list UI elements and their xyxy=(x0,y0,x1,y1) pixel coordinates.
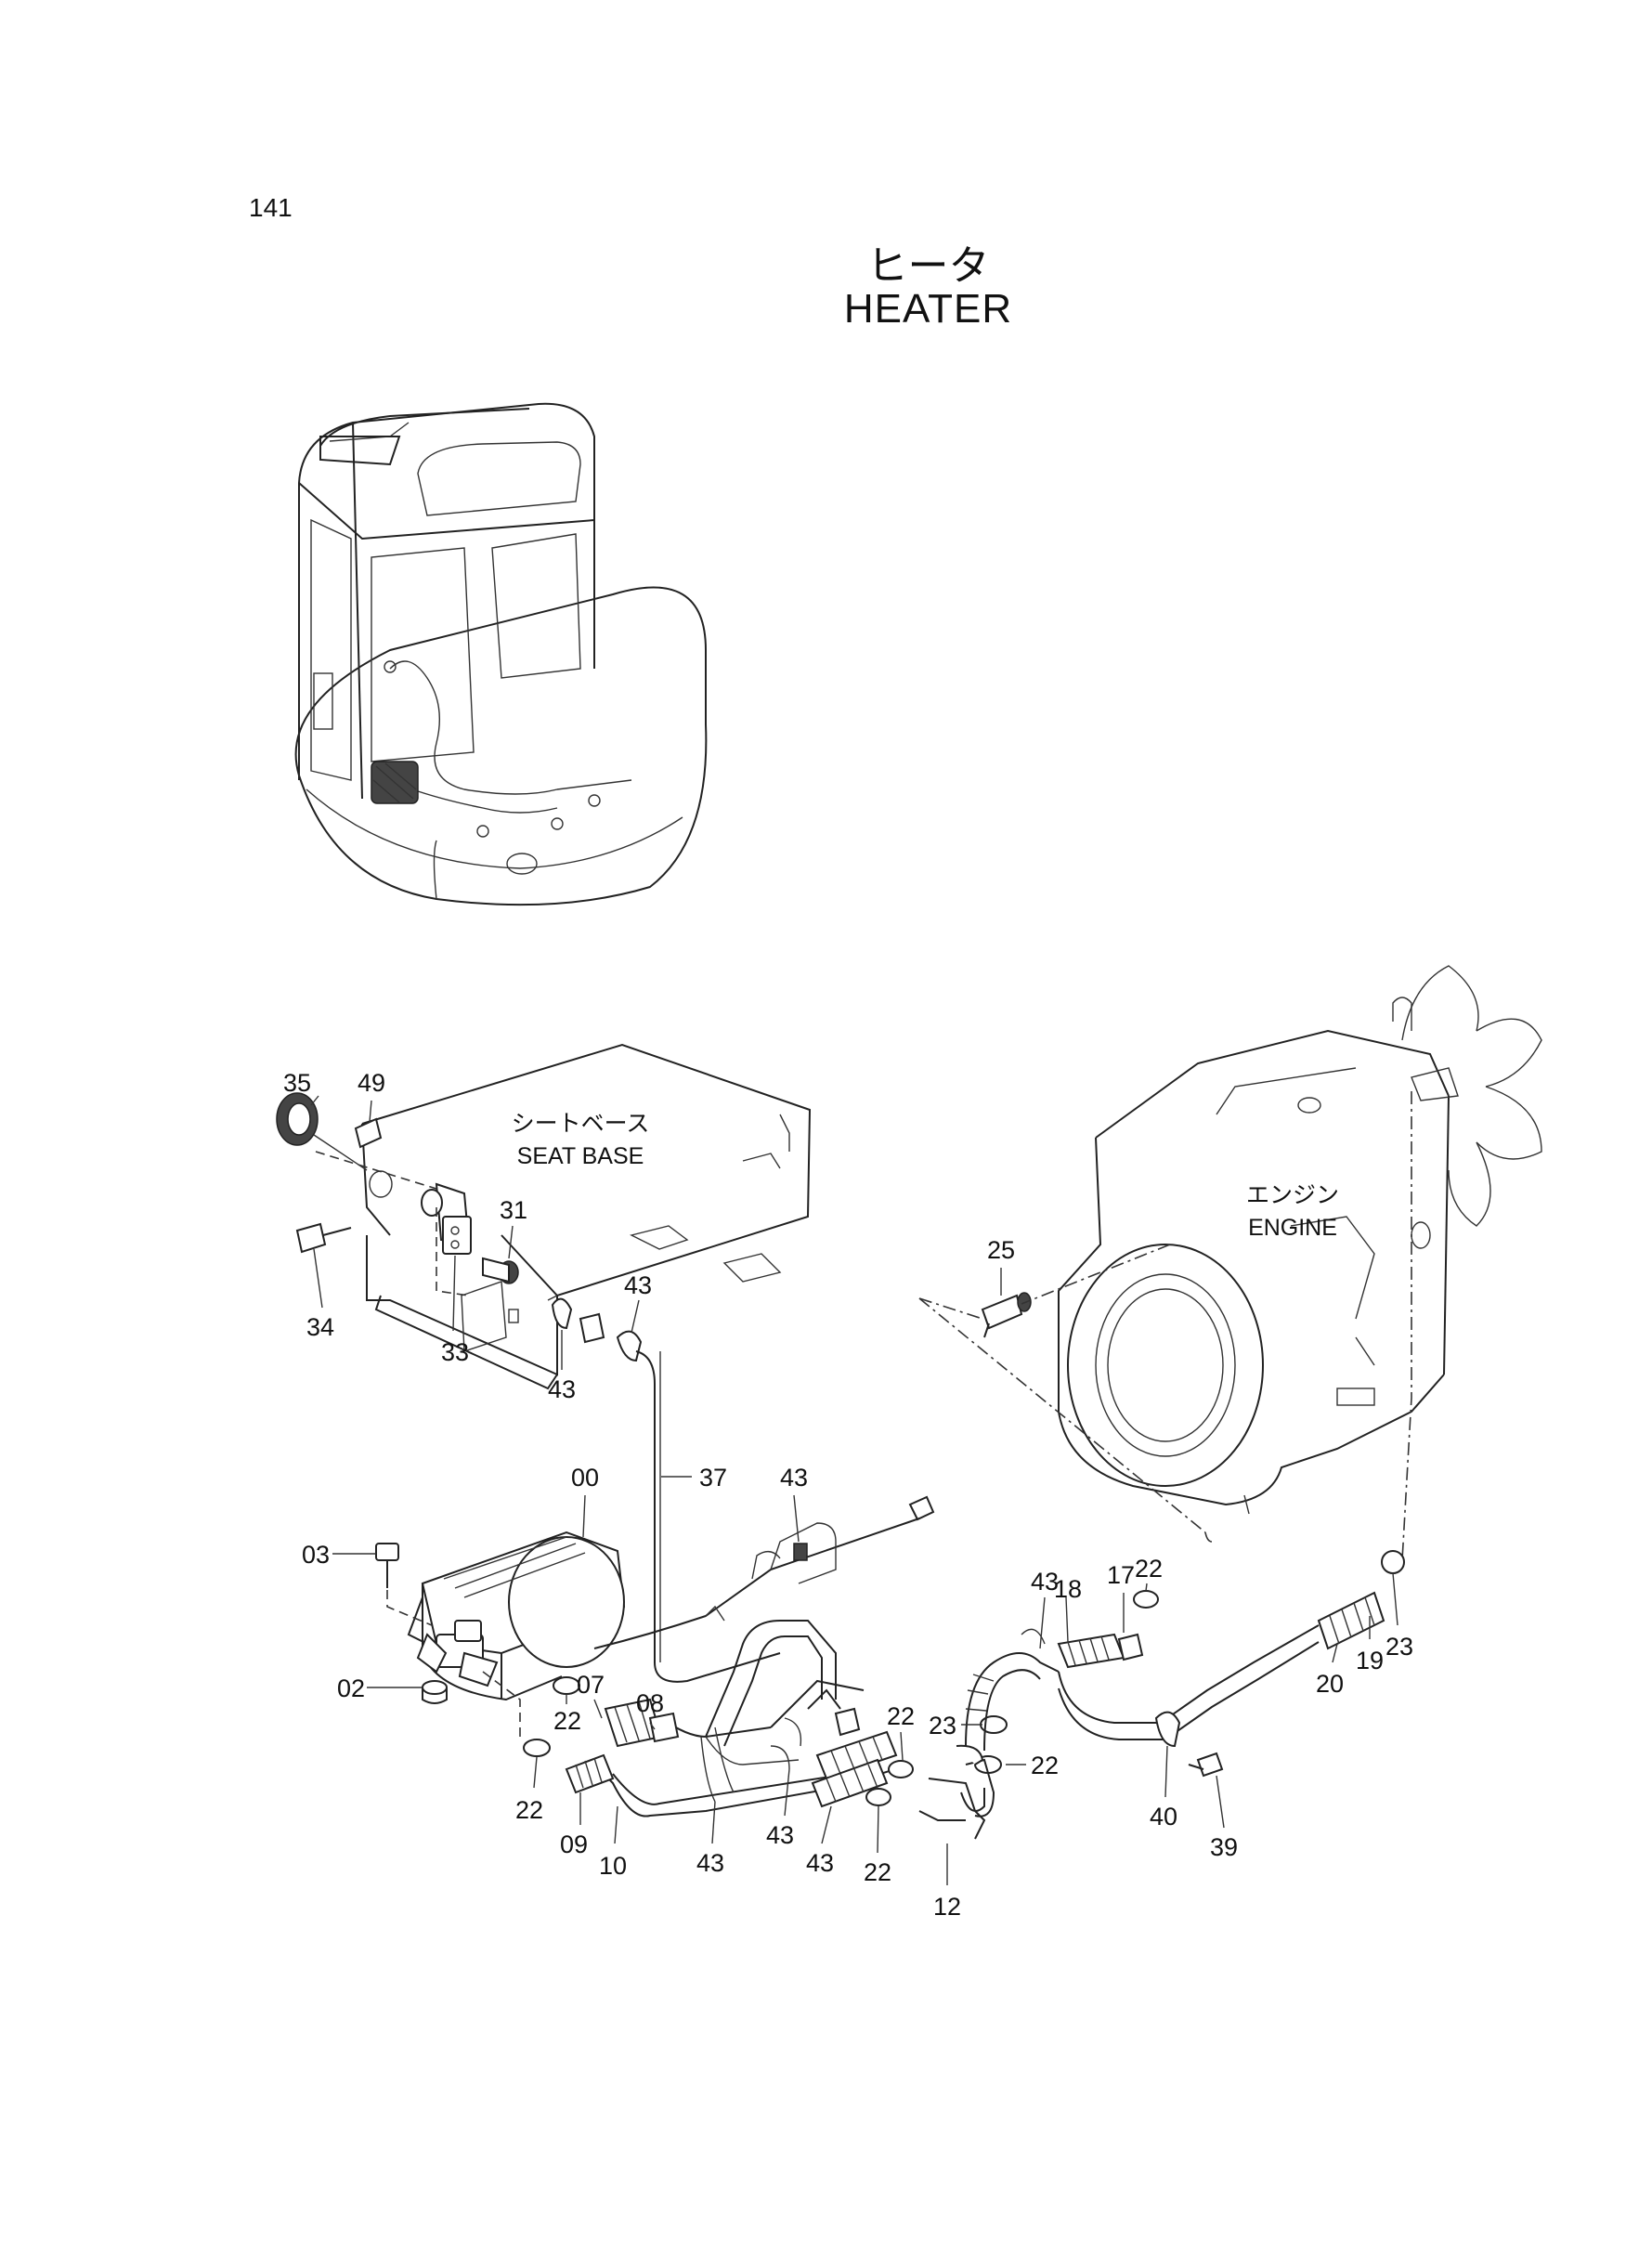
callout-43-f: 43 xyxy=(806,1849,834,1877)
callout-33: 33 xyxy=(441,1338,469,1366)
callout-22-b: 22 xyxy=(515,1796,543,1824)
engine xyxy=(1058,965,1542,1515)
callout-43-d: 43 xyxy=(696,1849,724,1877)
seat-base-label-en: SEAT BASE xyxy=(517,1143,644,1169)
hose-07 xyxy=(604,1698,772,1748)
callout-43-e: 43 xyxy=(766,1821,794,1849)
hose-band xyxy=(700,1717,802,1803)
hose-pipe-10 xyxy=(593,1764,911,1818)
callout-00: 00 xyxy=(571,1464,599,1492)
callout-19: 19 xyxy=(1356,1647,1384,1674)
pipe-20 xyxy=(1058,1591,1385,1740)
callout-22-f: 22 xyxy=(1135,1555,1163,1583)
callout-22-c: 22 xyxy=(887,1702,915,1730)
bolt xyxy=(295,1222,352,1254)
heater-bolt xyxy=(375,1543,399,1588)
callout-39: 39 xyxy=(1210,1833,1238,1861)
collar xyxy=(422,1680,448,1704)
page-number: 141 xyxy=(249,193,293,222)
callout-35: 35 xyxy=(283,1069,311,1097)
seat-base-label-jp: シートベース xyxy=(512,1111,650,1137)
grommet xyxy=(276,1092,319,1146)
callout-37: 37 xyxy=(699,1464,727,1492)
engine-label-jp: エンジン xyxy=(1246,1182,1339,1208)
bracket-assembly xyxy=(421,1182,519,1284)
title-japanese: ヒータ xyxy=(866,243,990,289)
callout-12: 12 xyxy=(933,1893,961,1921)
leader-lines xyxy=(310,1095,1398,1885)
callout-20: 20 xyxy=(1316,1670,1344,1698)
control-cable xyxy=(635,1350,781,1683)
heater-harness xyxy=(593,1518,920,1649)
hose-09 xyxy=(565,1753,615,1794)
callout-09: 09 xyxy=(560,1831,588,1858)
callout-03: 03 xyxy=(302,1541,330,1569)
engine-label-en: ENGINE xyxy=(1248,1215,1337,1241)
callout-34: 34 xyxy=(306,1313,334,1341)
callout-23-a: 23 xyxy=(929,1712,956,1739)
callout-22-d: 22 xyxy=(1031,1752,1059,1779)
callout-22-a: 22 xyxy=(553,1707,581,1735)
pipe-clamp xyxy=(1154,1711,1224,1778)
pipe-12 xyxy=(918,1744,995,1840)
seat-base xyxy=(361,1043,812,1390)
hose-clip xyxy=(551,1297,643,1362)
heater-unit xyxy=(407,1531,626,1701)
callout-23-b: 23 xyxy=(1385,1633,1413,1661)
callout-31: 31 xyxy=(500,1196,527,1224)
tube-assembly xyxy=(705,1620,865,1765)
callout-22-e: 22 xyxy=(864,1858,891,1886)
title-english: HEATER xyxy=(843,286,1013,332)
callout-43-c: 43 xyxy=(780,1464,808,1492)
callout-07: 07 xyxy=(577,1671,605,1699)
callout-43-a: 43 xyxy=(624,1271,652,1299)
hose-clamp xyxy=(523,1550,1405,1806)
callout-43-g: 43 xyxy=(1031,1568,1059,1596)
callout-43-b: 43 xyxy=(548,1375,576,1403)
callout-02: 02 xyxy=(337,1674,365,1702)
callout-17: 17 xyxy=(1107,1561,1135,1589)
callout-25: 25 xyxy=(987,1236,1015,1264)
callout-40: 40 xyxy=(1150,1803,1177,1831)
cab-overview-illustration xyxy=(294,402,708,906)
label-plate xyxy=(354,1117,383,1149)
callout-10: 10 xyxy=(599,1852,627,1880)
callout-49: 49 xyxy=(358,1069,385,1097)
water-cock xyxy=(981,1292,1032,1338)
callout-18: 18 xyxy=(1054,1575,1082,1603)
hose-18 xyxy=(965,1633,1144,1752)
callout-08: 08 xyxy=(636,1689,664,1717)
hose-cluster xyxy=(807,1688,898,1808)
